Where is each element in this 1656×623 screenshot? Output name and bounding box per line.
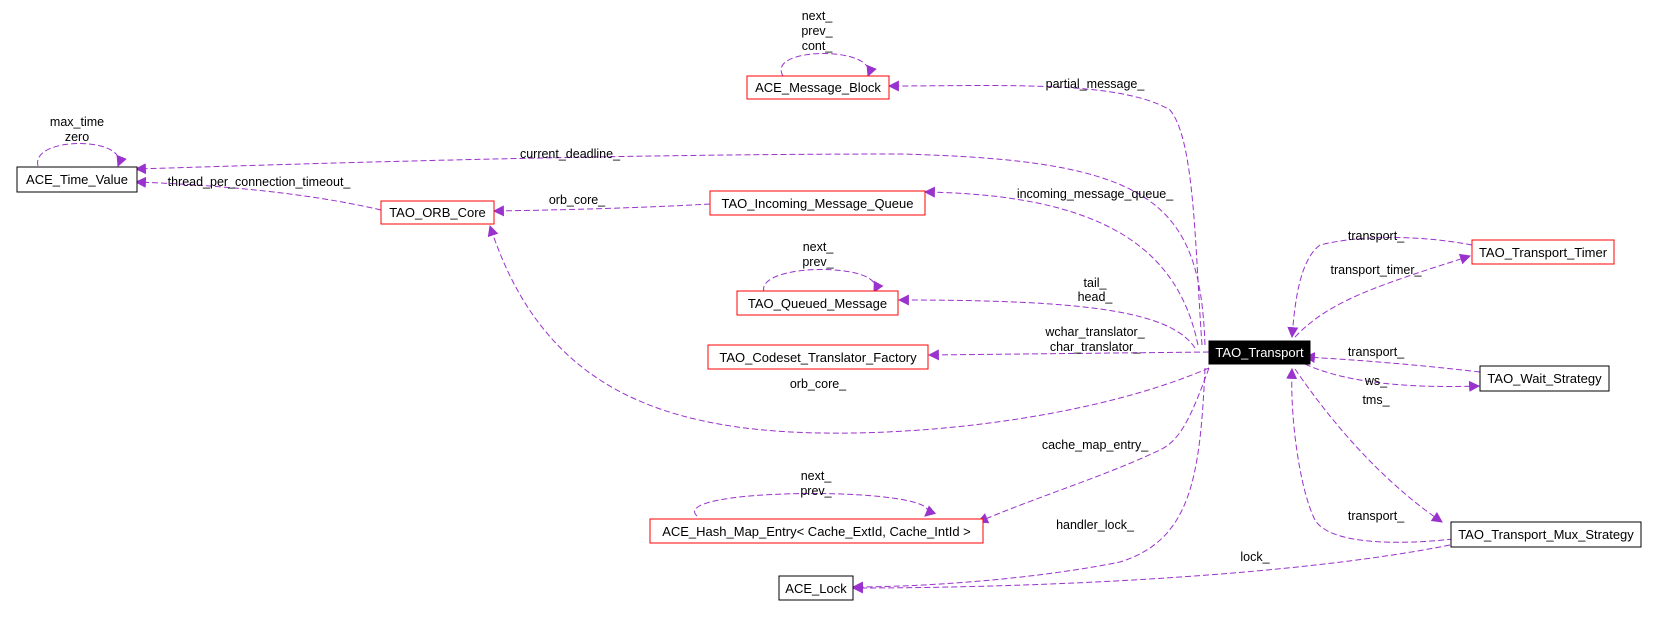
node-ace-time-value[interactable]: ACE_Time_Value <box>16 166 138 193</box>
edge-handler-lock <box>851 367 1206 593</box>
edge-label: head_ <box>1078 290 1114 304</box>
edge-label: char_translator_ <box>1050 340 1141 354</box>
edge-label: prev_ <box>800 484 832 498</box>
edge-label: wchar_translator_ <box>1044 325 1145 339</box>
node-label: ACE_Message_Block <box>755 80 881 95</box>
edge-mux-lock <box>851 544 1451 594</box>
edge-label: incoming_message_queue_ <box>1017 187 1174 201</box>
edge-label: cache_map_entry_ <box>1042 438 1149 452</box>
edge-translators <box>927 349 1210 361</box>
edge-mux-transport <box>1286 367 1454 543</box>
edge-message-block-self <box>780 53 877 78</box>
edge-thread-per-connection-timeout <box>134 176 382 211</box>
edge-labels: next_ prev_ cont_ partial_message_ max_t… <box>50 9 1423 564</box>
edge-incoming-message-queue <box>923 186 1199 346</box>
edge-transport-timer <box>1294 253 1472 338</box>
edge-label: orb_core_ <box>790 377 847 391</box>
edge-label: ws_ <box>1364 374 1388 388</box>
edge-transport-orb-core <box>487 224 1210 434</box>
edge-label: tms_ <box>1362 393 1390 407</box>
node-label: TAO_Transport_Timer <box>1479 245 1608 260</box>
edge-label: cont_ <box>802 39 834 53</box>
edge-timer-transport <box>1287 237 1473 339</box>
node-label: TAO_Wait_Strategy <box>1487 371 1602 386</box>
node-label: ACE_Time_Value <box>26 172 128 187</box>
node-ace-hash-map-entry[interactable]: ACE_Hash_Map_Entry< Cache_ExtId, Cache_I… <box>649 518 984 544</box>
node-tao-queued-message[interactable]: TAO_Queued_Message <box>736 290 899 316</box>
edge-label: current_deadline_ <box>520 147 621 161</box>
node-label: TAO_Incoming_Message_Queue <box>722 196 914 211</box>
edge-hash-map-entry-self <box>694 493 937 517</box>
edge-label: transport_ <box>1348 345 1405 359</box>
edge-tms <box>1294 368 1443 523</box>
edge-label: next_ <box>802 9 834 23</box>
edge-current-deadline <box>134 153 1206 346</box>
node-label: TAO_Transport <box>1215 345 1304 360</box>
edge-label: transport_ <box>1348 509 1405 523</box>
node-label: ACE_Hash_Map_Entry< Cache_ExtId, Cache_I… <box>662 524 971 539</box>
node-ace-message-block[interactable]: ACE_Message_Block <box>746 75 890 100</box>
node-label: TAO_ORB_Core <box>389 205 486 220</box>
node-label: TAO_Codeset_Translator_Factory <box>719 350 917 365</box>
node-tao-incoming-message-queue[interactable]: TAO_Incoming_Message_Queue <box>709 190 926 216</box>
edge-label: tail_ <box>1084 276 1108 290</box>
edge-label: lock_ <box>1240 550 1270 564</box>
edge-cache-map-entry <box>976 367 1210 524</box>
edge-queued-message-self <box>763 269 884 293</box>
edge-label: prev_ <box>801 24 833 38</box>
node-tao-orb-core[interactable]: TAO_ORB_Core <box>380 200 495 225</box>
edge-tail-head <box>897 294 1196 349</box>
edge-label: handler_lock_ <box>1056 518 1135 532</box>
edge-label: next_ <box>801 469 833 483</box>
node-tao-transport-mux-strategy[interactable]: TAO_Transport_Mux_Strategy <box>1450 521 1642 548</box>
node-tao-transport-timer[interactable]: TAO_Transport_Timer <box>1471 239 1615 265</box>
node-tao-codeset-translator-factory[interactable]: TAO_Codeset_Translator_Factory <box>707 344 929 370</box>
edge-label: zero <box>65 130 89 144</box>
node-tao-wait-strategy[interactable]: TAO_Wait_Strategy <box>1479 365 1610 392</box>
edge-label: next_ <box>803 240 835 254</box>
edge-label: thread_per_connection_timeout_ <box>168 175 352 189</box>
edge-partial-message <box>887 80 1203 346</box>
node-label: ACE_Lock <box>785 581 847 596</box>
edge-ws-transport <box>1303 352 1481 373</box>
edge-label: max_time <box>50 115 104 129</box>
node-label: TAO_Queued_Message <box>748 296 887 311</box>
node-tao-transport[interactable]: TAO_Transport <box>1208 340 1311 365</box>
edge-ws <box>1304 363 1481 392</box>
edge-label: partial_message_ <box>1046 77 1146 91</box>
edge-label: transport_timer_ <box>1330 263 1422 277</box>
node-ace-lock[interactable]: ACE_Lock <box>778 575 854 601</box>
edge-time-value-self <box>37 143 127 168</box>
edge-label: transport_ <box>1348 229 1405 243</box>
edge-label: orb_core_ <box>549 193 606 207</box>
edge-imq-orb-core <box>492 203 711 217</box>
node-label: TAO_Transport_Mux_Strategy <box>1458 527 1634 542</box>
edge-label: prev_ <box>802 255 834 269</box>
